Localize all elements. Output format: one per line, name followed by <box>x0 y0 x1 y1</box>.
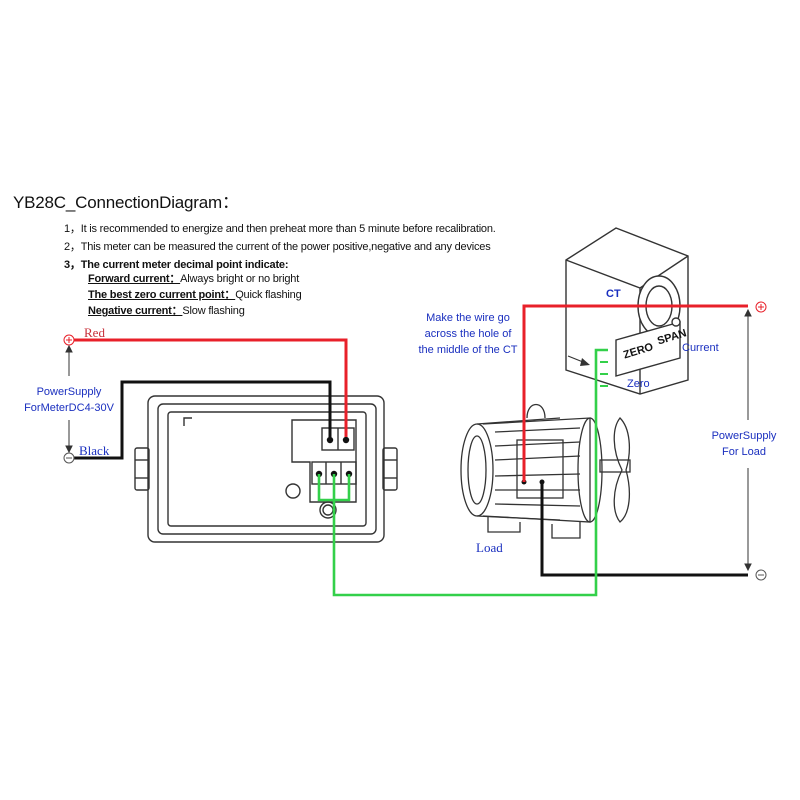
note-2-number: 2， <box>64 241 81 253</box>
ct-sensor <box>565 227 689 395</box>
note-1-number: 1， <box>64 223 81 235</box>
meter-red-wire <box>74 338 348 437</box>
indicator-negative-value: Slow flashing <box>182 305 245 317</box>
load-power-label: PowerSupply For Load <box>690 428 798 460</box>
indicator-zero: The best zero current point：Quick flashi… <box>88 286 302 302</box>
load-supply-arrow <box>744 308 752 572</box>
load-power-label-line-1: PowerSupply <box>711 430 777 442</box>
load-label: Load <box>476 540 503 555</box>
indicator-negative-label: Negative current： <box>88 305 183 317</box>
note-1-text: It is recommended to energize and then p… <box>80 223 496 235</box>
meter-power-label: PowerSupply ForMeterDC4-30V <box>14 384 124 416</box>
note-3-text: The current meter decimal point indicate… <box>80 259 289 271</box>
indicator-forward: Forward current：Always bright or no brig… <box>88 270 299 286</box>
meter-black-wire <box>74 380 332 460</box>
meter-body <box>134 395 398 543</box>
ct-current-label: Current <box>682 342 719 354</box>
meter-power-label-line-2: ForMeterDC4-30V <box>24 402 114 414</box>
motor-load <box>460 403 631 539</box>
note-1: 1，It is recommended to energize and then… <box>64 220 496 236</box>
ct-instruction-line-1: Make the wire go <box>426 312 510 324</box>
meter-supply-arrow <box>65 344 73 454</box>
indicator-forward-value: Always bright or no bright <box>180 273 300 285</box>
ct-instruction-line-2: across the hole of <box>424 328 512 340</box>
note-2: 2，This meter can be measured the current… <box>64 238 491 254</box>
ct-label: CT <box>606 288 621 300</box>
indicator-zero-value: Quick flashing <box>235 289 302 301</box>
indicator-zero-label: The best zero current point： <box>88 289 236 301</box>
load-power-label-line-2: For Load <box>721 446 767 458</box>
indicator-forward-label: Forward current： <box>88 273 181 285</box>
note-3: 3，The current meter decimal point indica… <box>64 256 288 272</box>
page-title: YB28C_ConnectionDiagram： <box>13 193 239 212</box>
ct-zero-label: Zero <box>627 378 650 390</box>
red-wire-label: Red <box>84 325 105 340</box>
meter-terminals <box>315 436 353 478</box>
ct-instruction-line-3: the middle of the CT <box>418 344 518 356</box>
note-3-number: 3， <box>64 259 81 271</box>
ct-green-wire <box>317 348 608 597</box>
indicator-negative: Negative current：Slow flashing <box>88 302 245 318</box>
meter-power-label-line-1: PowerSupply <box>36 386 102 398</box>
note-2-text: This meter can be measured the current o… <box>80 241 491 253</box>
black-wire-label: Black <box>79 443 110 458</box>
load-black-wire <box>540 482 748 577</box>
ct-instruction: Make the wire go across the hole of the … <box>404 310 532 358</box>
load-red-wire <box>522 304 748 482</box>
